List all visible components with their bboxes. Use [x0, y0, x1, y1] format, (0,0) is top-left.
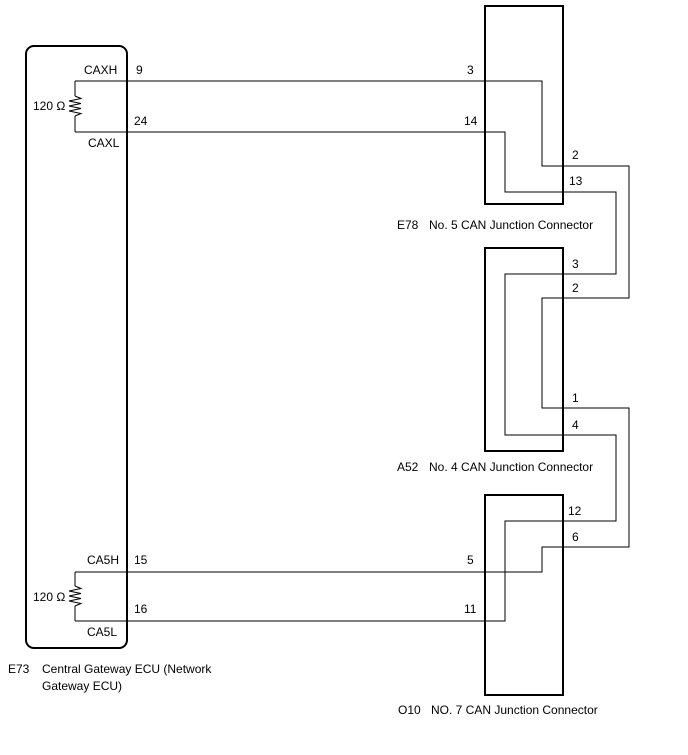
wire-ca5l-to-o10-11	[75, 520, 563, 622]
o10-pin-12: 12	[568, 504, 582, 518]
o10-connector-box	[484, 494, 564, 696]
a52-internal-3-to-4	[504, 273, 563, 436]
a52-pin-2: 2	[572, 281, 579, 295]
e78-pin-2: 2	[572, 148, 579, 162]
e78-connector-box	[484, 5, 564, 205]
ecu-pin-ca5l: 16	[134, 602, 148, 616]
ecu-code: E73	[8, 662, 30, 676]
a52-name: No. 4 CAN Junction Connector	[429, 460, 593, 474]
a52-pin-1: 1	[572, 391, 579, 405]
ecu-signal-ca5l: CA5L	[87, 625, 117, 639]
ecu-name-line2: Gateway ECU)	[42, 679, 122, 693]
wire-ca5h-to-o10-5	[75, 546, 563, 573]
ecu-resistor-top-label: 120 Ω	[33, 99, 65, 113]
ecu-signal-caxl: CAXL	[88, 136, 120, 150]
ecu-name-line1: Central Gateway ECU (Network	[42, 662, 212, 676]
a52-pin-4: 4	[572, 418, 579, 432]
e78-name: No. 5 CAN Junction Connector	[429, 218, 593, 232]
resistor-top-symbol	[68, 95, 83, 117]
o10-pin-11: 11	[464, 602, 477, 616]
ecu-pin-ca5h: 15	[134, 553, 148, 567]
wire-e78-13-to-a52-3	[563, 191, 617, 275]
ecu-signal-caxh: CAXH	[84, 63, 117, 77]
wire-caxl-to-e78-14	[75, 131, 563, 193]
o10-pin-5: 5	[467, 553, 474, 567]
wire-a52-4-to-o10-12	[563, 434, 617, 522]
wire-a52-1-to-o10-6	[563, 407, 630, 548]
e78-pin-3: 3	[467, 63, 474, 77]
ecu-signal-ca5h: CA5H	[87, 553, 119, 567]
a52-code: A52	[397, 460, 419, 474]
a52-internal-2-to-1	[541, 297, 563, 409]
a52-connector-box	[484, 247, 564, 452]
wire-e78-2-to-a52-2	[563, 165, 630, 299]
ecu-pin-caxl: 24	[134, 114, 148, 128]
e78-pin-13: 13	[569, 174, 583, 188]
ecu-resistor-bottom-label: 120 Ω	[33, 590, 65, 604]
ecu-pin-caxh: 9	[136, 63, 143, 77]
e78-pin-14: 14	[464, 114, 478, 128]
e78-code: E78	[397, 218, 419, 232]
o10-code: O10	[398, 703, 421, 717]
o10-pin-6: 6	[572, 530, 579, 544]
o10-name: NO. 7 CAN Junction Connector	[431, 703, 598, 717]
ecu-box	[25, 45, 128, 649]
resistor-bottom-symbol	[68, 585, 83, 607]
wire-caxh-to-e78-3	[75, 80, 563, 167]
a52-pin-3: 3	[572, 257, 579, 271]
